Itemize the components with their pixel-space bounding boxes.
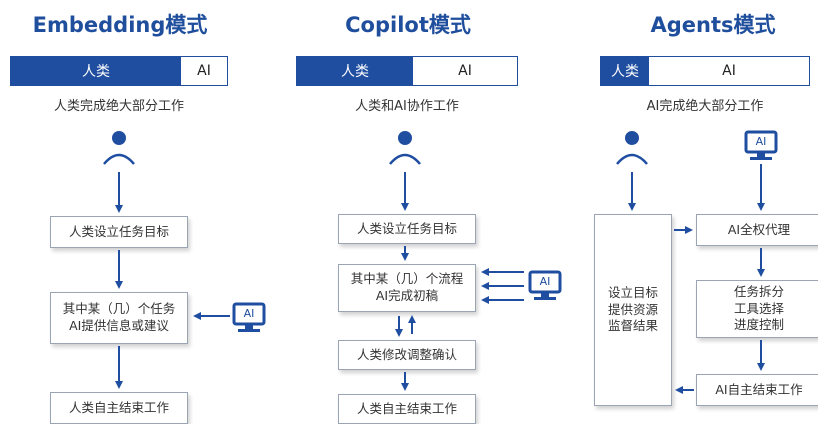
copilot-human-segment: 人类 <box>297 57 413 85</box>
copilot-step-finish: 人类自主结束工作 <box>338 394 476 424</box>
embedding-human-segment: 人类 <box>11 57 181 85</box>
ai-monitor-label: AI <box>243 307 255 320</box>
step-label: AI自主结束工作 <box>715 381 803 397</box>
agents-subtitle: AI完成绝大部分工作 <box>646 99 764 114</box>
embedding-title: Embedding模式 <box>32 13 208 37</box>
step-label-line1: 其中某（几）个流程 <box>350 271 464 287</box>
step-label: 人类设立任务目标 <box>68 223 169 239</box>
step-label: AI全权代理 <box>727 221 791 237</box>
agents-title: Agents模式 <box>650 13 776 37</box>
copilot-step-set-goal: 人类设立任务目标 <box>338 214 476 244</box>
agents-human-supervise-box: 设立目标 提供资源 监督结果 <box>594 214 672 406</box>
ai-monitor-icon <box>744 130 778 160</box>
step-label: 人类修改调整确认 <box>356 346 457 362</box>
copilot-title: Copilot模式 <box>345 13 471 37</box>
embedding-subtitle: 人类完成绝大部分工作 <box>53 99 184 114</box>
human-role-line3: 监督结果 <box>607 318 658 334</box>
ai-monitor-icon <box>232 302 266 332</box>
ai-monitor-label: AI <box>539 275 551 288</box>
copilot-subtitle: 人类和AI协作工作 <box>355 99 459 114</box>
copilot-ratio-bar: 人类 AI <box>296 56 518 86</box>
embedding-step-finish: 人类自主结束工作 <box>50 392 188 424</box>
agents-step-ai-tasks: 任务拆分 工具选择 进度控制 <box>696 280 818 338</box>
step-label: 人类设立任务目标 <box>356 220 457 236</box>
human-role-line1: 设立目标 <box>607 284 658 300</box>
ai-monitor-icon <box>528 270 562 300</box>
agents-step-ai-finish: AI自主结束工作 <box>696 374 818 406</box>
agents-ai-segment: AI <box>649 57 809 85</box>
person-icon <box>616 131 648 165</box>
human-role-line2: 提供资源 <box>607 301 658 317</box>
person-icon <box>389 131 421 165</box>
ai-monitor-label: AI <box>755 135 767 148</box>
agents-human-segment: 人类 <box>601 57 649 85</box>
step-label-line2: AI提供信息或建议 <box>69 318 169 333</box>
agents-step-ai-proxy: AI全权代理 <box>696 214 818 246</box>
person-icon <box>103 131 135 165</box>
copilot-ai-segment: AI <box>413 57 517 85</box>
embedding-ai-segment: AI <box>181 57 227 85</box>
step-label: 人类自主结束工作 <box>68 399 169 415</box>
copilot-step-revise: 人类修改调整确认 <box>338 340 476 370</box>
embedding-ratio-bar: 人类 AI <box>10 56 228 86</box>
step-label: 人类自主结束工作 <box>356 400 457 416</box>
copilot-step-ai-draft: 其中某（几）个流程 AI完成初稿 <box>338 264 476 312</box>
step-label-line1: 其中某（几）个任务 <box>62 301 176 317</box>
embedding-step-set-goal: 人类设立任务目标 <box>50 216 188 248</box>
step-label-line2: 工具选择 <box>733 300 784 316</box>
embedding-step-ai-assist: 其中某（几）个任务 AI提供信息或建议 <box>50 292 188 344</box>
agents-ratio-bar: 人类 AI <box>600 56 810 86</box>
step-label-line3: 进度控制 <box>733 317 784 333</box>
step-label-line1: 任务拆分 <box>733 283 784 299</box>
step-label-line2: AI完成初稿 <box>375 288 439 303</box>
